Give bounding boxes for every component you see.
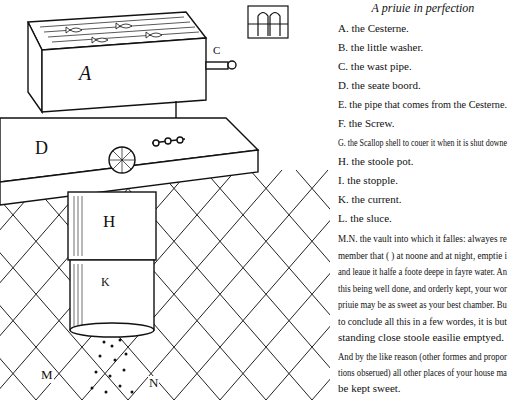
tile-line: [174, 170, 330, 400]
key-line: this being well done, and orderly kept, …: [338, 282, 507, 295]
water-hatch: [40, 17, 199, 42]
part-letter: H: [102, 212, 116, 232]
key-line: tions obserued) all other places of your…: [338, 366, 507, 379]
waste-pipe: [206, 62, 228, 69]
tile-line: [20, 170, 220, 400]
window-lights: [248, 13, 288, 37]
key-line: B. the little washer.: [338, 41, 423, 54]
cistern: [28, 12, 236, 118]
stopple: [177, 137, 183, 143]
fish: [66, 23, 162, 43]
washer: [165, 138, 171, 144]
floor-tiles: [0, 170, 330, 400]
pot: [68, 192, 156, 260]
title: A priuie in perfection: [372, 2, 475, 16]
window-frame: [248, 6, 288, 38]
key-line: member that ( ) at noone and at night, e…: [338, 249, 507, 262]
tile-line: [66, 170, 266, 400]
shell-ribs: [109, 147, 135, 173]
key-line: L. the sluce.: [338, 212, 392, 225]
shading: [74, 196, 82, 326]
key-line: standing close stoole easilie emptyed.: [338, 331, 504, 344]
sluice-pipe: [70, 260, 154, 330]
part-letter: A: [78, 62, 92, 85]
key-line: and leaue it halfe a foote deepe in fayr…: [338, 265, 507, 278]
key-line: K. the current.: [338, 193, 402, 206]
pipe-mouth: [70, 323, 154, 337]
tile-line: [36, 170, 236, 400]
tile-line: [128, 170, 328, 400]
part-letter: C: [212, 44, 221, 57]
key-line: H. the stoole pot.: [338, 155, 413, 168]
key-line: A. the Cesterne.: [338, 22, 409, 35]
key-line: D. the seate boord.: [338, 79, 421, 92]
falling-waste: [91, 339, 134, 394]
key-line: be kept sweet.: [338, 382, 401, 395]
tile-line: [312, 170, 330, 400]
tile-line: [0, 170, 174, 400]
key-line: to conclude all this in a few wordes, it…: [338, 315, 507, 328]
screw: [153, 140, 159, 146]
key-line: E. the pipe that comes from the Cesterne…: [338, 98, 507, 111]
part-letter: D: [34, 138, 49, 159]
part-letter: M: [40, 368, 54, 383]
key-line: I. the stopple.: [338, 174, 398, 187]
window: [248, 6, 288, 38]
key-line: F. the Screw.: [338, 117, 394, 130]
cistern-front: [42, 38, 206, 112]
stool-pot: [68, 192, 156, 337]
tile-line: [266, 170, 330, 400]
part-letter: N: [148, 376, 159, 391]
tile-line: [250, 170, 330, 400]
cistern-pipe: [175, 101, 176, 118]
key-line: M.N. the vault into which it falles: alw…: [338, 232, 507, 245]
part-letter: K: [100, 276, 111, 290]
tile-line: [296, 170, 330, 400]
key-line: G. the Scallop shell to couer it when it…: [338, 136, 507, 149]
scallop-shell: [109, 147, 135, 173]
key-line: priuie may be as sweet as your best cham…: [338, 298, 507, 311]
key-line: C. the wast pipe.: [338, 60, 412, 73]
tile-line: [204, 170, 330, 400]
pipe-end: [228, 61, 236, 69]
cistern-side: [28, 22, 42, 112]
key-line: And by the like reason (other formes and…: [338, 350, 507, 363]
